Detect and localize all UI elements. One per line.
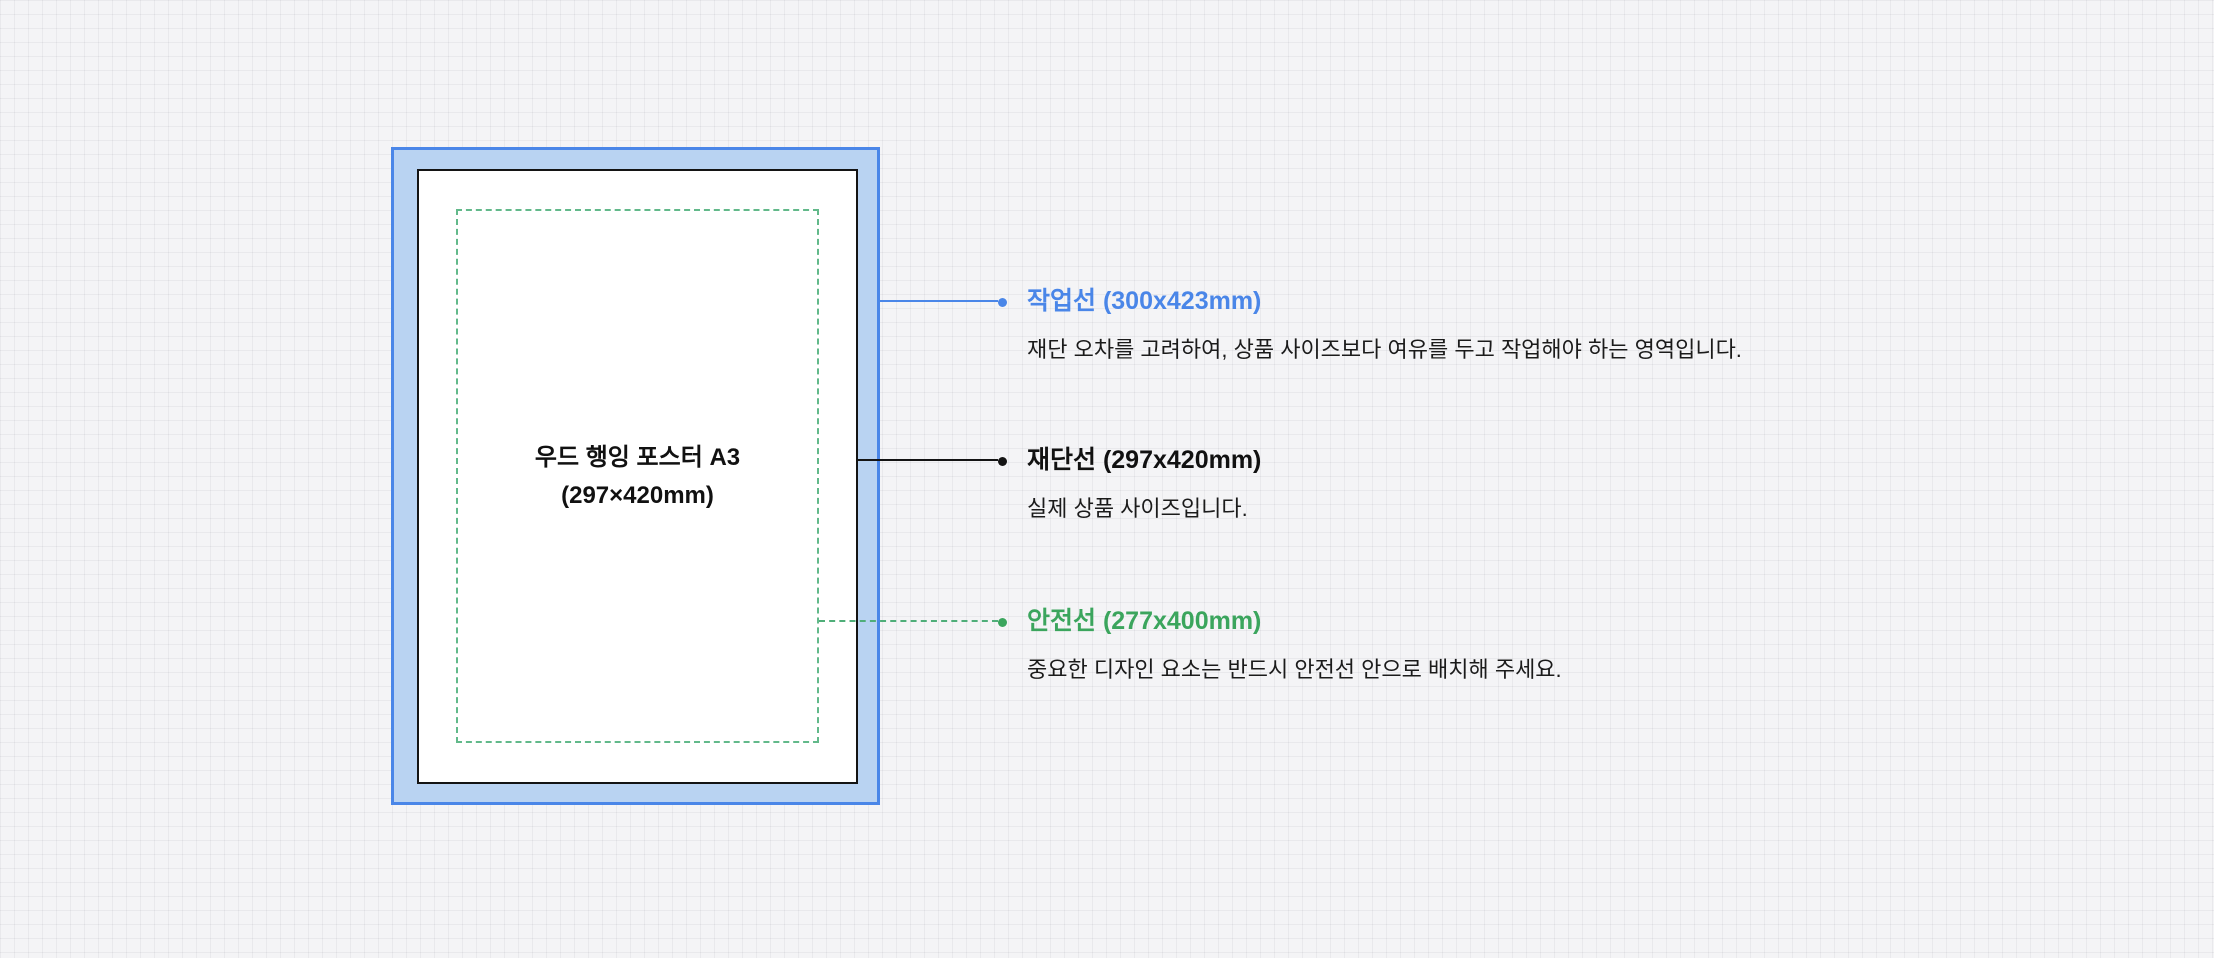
annotation-safe-line: 안전선 (277x400mm) 중요한 디자인 요소는 반드시 안전선 안으로 … — [1027, 606, 2127, 685]
work-line-leader — [880, 298, 1007, 307]
poster-label-name: 우드 행잉 포스터 A3 — [534, 443, 741, 471]
cut-line-leader — [858, 457, 1007, 466]
leader-dot-icon — [998, 298, 1007, 307]
annotation-description: 재단 오차를 고려하여, 상품 사이즈보다 여유를 두고 작업해야 하는 영역입… — [1027, 337, 1742, 362]
poster-label-size: (297×420mm) — [561, 481, 714, 509]
leader-dot-icon — [998, 618, 1007, 627]
annotation-cut-line: 재단선 (297x420mm) 실제 상품 사이즈입니다. — [1027, 445, 2127, 524]
safe-line-leader — [819, 618, 1007, 627]
safe-line-rect — [456, 209, 819, 743]
work-line-rect: 우드 행잉 포스터 A3 (297×420mm) — [391, 147, 880, 805]
leader-dot-icon — [998, 457, 1007, 466]
annotation-work-line: 작업선 (300x423mm) 재단 오차를 고려하여, 상품 사이즈보다 여유… — [1027, 286, 2127, 365]
annotation-title: 재단선 (297x420mm) — [1027, 446, 1262, 474]
annotation-title: 작업선 (300x423mm) — [1027, 287, 1262, 315]
cut-line-rect: 우드 행잉 포스터 A3 (297×420mm) — [417, 169, 858, 784]
annotation-description: 실제 상품 사이즈입니다. — [1027, 496, 1248, 521]
annotation-title: 안전선 (277x400mm) — [1027, 607, 1262, 635]
annotation-description: 중요한 디자인 요소는 반드시 안전선 안으로 배치해 주세요. — [1027, 657, 1562, 682]
poster-label: 우드 행잉 포스터 A3 (297×420mm) — [419, 171, 856, 782]
